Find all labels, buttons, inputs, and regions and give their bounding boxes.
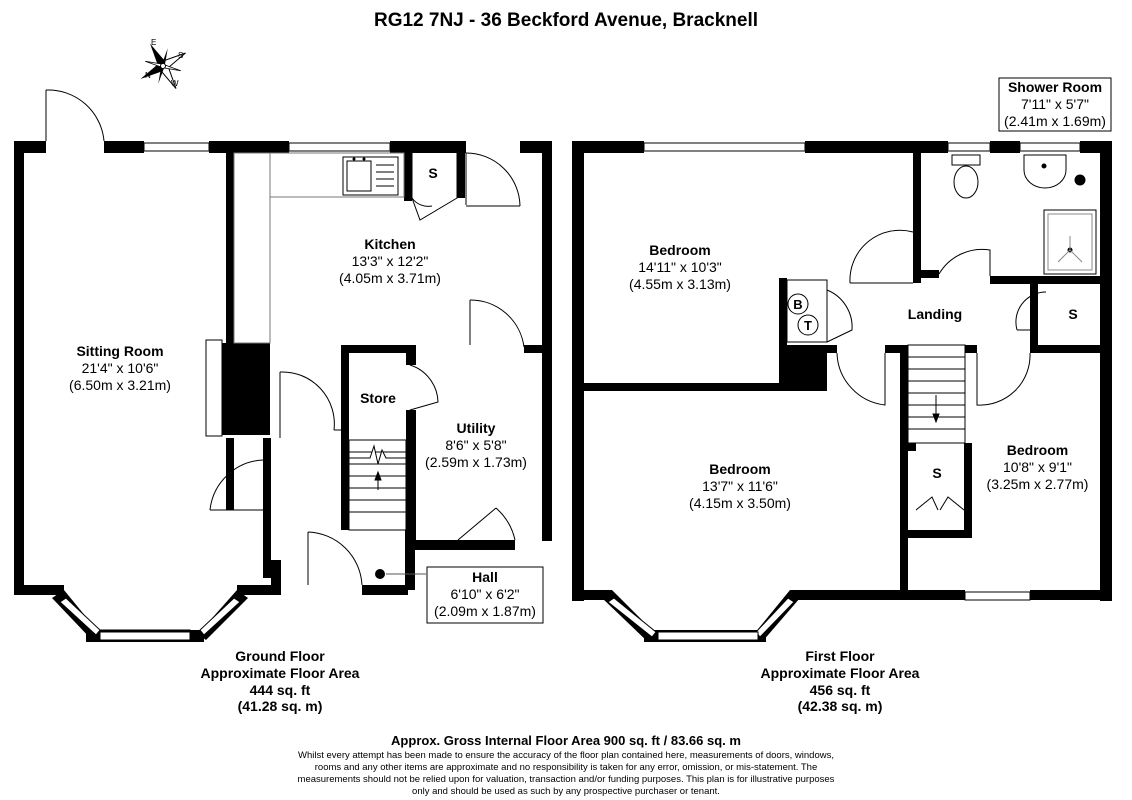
room-size-metric: (3.25m x 2.77m): [986, 475, 1089, 492]
disclaimer-line: measurements should not be relied upon f…: [297, 773, 835, 785]
floor-area-sqft: 444 sq. ft: [249, 681, 311, 698]
ground-floor-area: Ground Floor Approximate Floor Area 444 …: [160, 648, 400, 715]
room-label-hall: Hall 6'10" x 6'2" (2.09m x 1.87m): [428, 569, 542, 619]
room-size-imperial: 14'11" x 10'3": [638, 258, 722, 275]
room-size-imperial: 8'6" x 5'8": [445, 436, 507, 453]
first-floor-stairs: [907, 344, 966, 444]
disclaimer: Whilst every attempt has been made to en…: [0, 750, 1132, 798]
room-name: Bedroom: [709, 461, 771, 477]
room-label-shower-room: Shower Room 7'11" x 5'7" (2.41m x 1.69m): [1000, 79, 1110, 129]
room-size-imperial: 21'4" x 10'6": [81, 359, 159, 376]
room-label-bedroom-3: Bedroom 10'8" x 9'1" (3.25m x 2.77m): [975, 442, 1100, 492]
bay-window-ground: [52, 590, 248, 642]
basin-icon: [1023, 154, 1067, 189]
room-size-imperial: 6'10" x 6'2": [450, 585, 520, 602]
room-name: Bedroom: [1006, 442, 1069, 458]
store-door-swing: [409, 364, 439, 411]
disclaimer-line: only and should be used as such by any p…: [412, 785, 720, 797]
fireplace: [205, 339, 223, 437]
room-name: Shower Room: [1007, 79, 1103, 95]
room-name: Hall: [472, 569, 498, 585]
tank-icon: [797, 314, 819, 336]
sitting-room-door-swing: [45, 89, 105, 142]
room-name: Kitchen: [364, 236, 416, 252]
room-size-metric: (4.15m x 3.50m): [689, 494, 791, 511]
ground-floor-stairs: [348, 439, 407, 531]
compass-label-e: E: [151, 38, 156, 47]
ground-floor-walls: [14, 141, 552, 595]
room-size-imperial: 10'8" x 9'1": [1003, 458, 1072, 475]
utility-door-swing: [469, 299, 525, 348]
utility-exterior-door-swing: [457, 507, 516, 541]
page-title: RG12 7NJ - 36 Beckford Avenue, Bracknell: [373, 10, 759, 31]
room-size-metric: (2.41m x 1.69m): [1004, 112, 1106, 129]
room-size-imperial: 13'3" x 12'2": [351, 252, 429, 269]
floor-area-caption: Approximate Floor Area: [760, 664, 920, 681]
compass-label-s: S: [178, 51, 183, 60]
room-name: Utility: [456, 420, 496, 436]
first-floor-plan: B T: [572, 141, 1112, 642]
cupboard-label-stairs: S: [932, 465, 942, 481]
cupboard-label-kitchen: S: [428, 165, 438, 181]
first-floor-walls: [572, 141, 1112, 601]
disclaimer-line: Whilst every attempt has been made to en…: [298, 750, 834, 761]
first-floor-area: First Floor Approximate Floor Area 456 s…: [720, 648, 960, 715]
kitchen-worktop-side: [233, 152, 271, 344]
shower-room-label-box: [998, 77, 1112, 132]
room-name: Bedroom: [649, 242, 711, 258]
hall-label-box: [426, 566, 544, 624]
room-size-metric: (6.50m x 3.21m): [69, 376, 171, 393]
kitchen-back-door-swing: [465, 152, 521, 207]
front-door-swing: [307, 531, 363, 586]
room-label-sitting-room: Sitting Room 21'4" x 10'6" (6.50m x 3.21…: [60, 343, 180, 393]
kitchen-cupboard: [411, 153, 458, 221]
tank-label: T: [804, 318, 812, 333]
room-size-metric: (4.05m x 3.71m): [339, 269, 441, 286]
floor-area-sqm: (42.38 sq. m): [797, 698, 883, 715]
room-size-imperial: 13'7" x 11'6": [702, 477, 778, 494]
floor-name: Ground Floor: [235, 648, 325, 664]
kitchen-sink-icon: [342, 156, 399, 196]
room-size-metric: (2.09m x 1.87m): [434, 602, 536, 619]
room-size-metric: (4.55m x 3.13m): [629, 275, 731, 292]
gas-meter-icon: [375, 569, 385, 579]
hall-door-swing: [209, 459, 264, 511]
compass-rose-icon: [140, 43, 186, 89]
room-label-bedroom-1: Bedroom 14'11" x 10'3" (4.55m x 3.13m): [600, 242, 760, 292]
ground-floor-plan: [14, 89, 552, 642]
boiler-cupboard: [786, 279, 828, 343]
room-label-landing: Landing: [907, 306, 963, 322]
floor-area-sqm: (41.28 sq. m): [237, 698, 323, 715]
toilet-icon: [953, 165, 979, 199]
room-label-bedroom-2: Bedroom 13'7" x 11'6" (4.15m x 3.50m): [665, 461, 815, 511]
floor-area-caption: Approximate Floor Area: [200, 664, 360, 681]
sitting-room-hall-door-swing: [279, 371, 341, 438]
room-label-kitchen: Kitchen 13'3" x 12'2" (4.05m x 3.71m): [315, 236, 465, 286]
compass-label-w: W: [171, 79, 179, 88]
boiler-label: B: [793, 297, 802, 312]
cupboard-label-landing: S: [1068, 306, 1078, 322]
room-label-utility: Utility 8'6" x 5'8" (2.59m x 1.73m): [416, 420, 536, 470]
floor-name: First Floor: [805, 648, 875, 664]
bay-window-first: [602, 590, 800, 642]
first-floor-door-swings: [826, 229, 1047, 511]
disclaimer-line: rooms and any other items are approximat…: [314, 761, 818, 773]
gross-internal-area: Approx. Gross Internal Floor Area 900 sq…: [391, 733, 741, 748]
boiler-icon: [787, 293, 809, 315]
room-size-imperial: 7'11" x 5'7": [1021, 95, 1089, 112]
compass-label-n: N: [145, 71, 151, 80]
room-name: Sitting Room: [76, 343, 164, 359]
room-size-metric: (2.59m x 1.73m): [425, 453, 527, 470]
floor-area-sqft: 456 sq. ft: [809, 681, 871, 698]
shower-room-fittings: [951, 154, 1097, 275]
room-label-store: Store: [360, 390, 396, 406]
